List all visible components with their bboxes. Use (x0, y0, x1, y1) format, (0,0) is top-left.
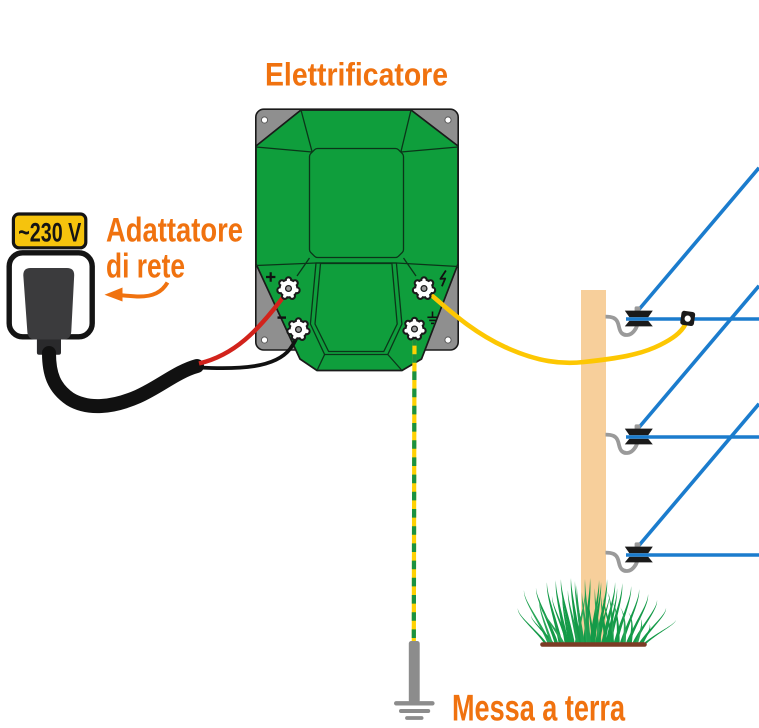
grass-blade (596, 594, 610, 646)
facet-line (300, 109, 313, 152)
grass-blade (574, 590, 586, 646)
grass-blade (607, 591, 614, 646)
grass-blade (603, 598, 615, 646)
energizer (255, 108, 459, 372)
ground-wire-base (411, 330, 417, 643)
voltage-badge-frame (11, 212, 88, 250)
adapter-arrow (104, 281, 170, 302)
voltage-badge: ~230 V (11, 212, 88, 250)
screw-hole (260, 336, 269, 344)
facet-line (314, 262, 398, 353)
grass-blade (620, 607, 627, 646)
grass-blade (570, 578, 582, 646)
ground-label: Messa a terra (452, 688, 625, 728)
grass-blade (562, 592, 572, 646)
red-wire (198, 288, 290, 366)
screw-hole (444, 336, 452, 344)
grass-blade (634, 618, 643, 646)
screw-hole (260, 116, 269, 124)
lightning-icon (439, 270, 447, 287)
terminal-earth (403, 311, 438, 340)
insulator-assembly (603, 165, 759, 337)
arrow-tail (120, 281, 170, 299)
facet-line (296, 257, 311, 277)
facet-line (308, 147, 405, 259)
fence-lead-wire (422, 287, 688, 366)
connector-hole (684, 315, 691, 322)
grass-blade (535, 588, 559, 646)
grass-blade (591, 582, 602, 646)
grass-tuft (517, 578, 676, 646)
grass-blade (567, 590, 580, 646)
earth-symbol (394, 701, 435, 720)
adapter-label-line2: di rete (106, 248, 185, 286)
grass-blade (560, 579, 576, 646)
housing-facets (255, 109, 459, 371)
earth-icon (427, 311, 438, 325)
arrow-head (104, 287, 123, 302)
ground-rod-shaft (408, 641, 420, 703)
adapter-plug (23, 268, 75, 340)
terminal-fence (413, 270, 447, 299)
screw-hole (444, 116, 452, 124)
grass-blade (546, 582, 563, 646)
grass-blade (517, 608, 549, 646)
terminal-positive (266, 272, 300, 299)
facet-line (402, 257, 417, 277)
title: Elettrificatore (265, 57, 448, 93)
wire-connector (680, 310, 696, 327)
ground-wire (411, 330, 417, 643)
insulator-row-1 (603, 165, 759, 337)
grass-blade (539, 604, 566, 646)
grass-blade (641, 620, 676, 646)
grass-blade (574, 581, 585, 646)
grass-blade (584, 579, 591, 646)
power-adapter (6, 250, 95, 355)
ground-rod (394, 641, 435, 720)
adapter-label-line1: Adattatore (106, 212, 243, 250)
grass-blade (637, 608, 667, 646)
terminal-negative (277, 316, 310, 340)
voltage-badge-label: ~230 V (18, 218, 81, 248)
grass-blade (555, 580, 570, 646)
grass-blade (523, 590, 552, 646)
facet-line (387, 354, 403, 371)
adapter-cable (42, 346, 204, 414)
facet-line (400, 109, 412, 152)
grass-blade (631, 600, 658, 646)
grass-blade (628, 612, 633, 646)
facet-line (255, 146, 313, 153)
grass-blade (605, 588, 618, 646)
plus-icon (266, 272, 276, 282)
facet-line (316, 354, 326, 371)
fence-post (581, 290, 606, 644)
facet-line (400, 146, 459, 153)
grass-blade (551, 596, 570, 646)
grass-blade (612, 601, 620, 646)
